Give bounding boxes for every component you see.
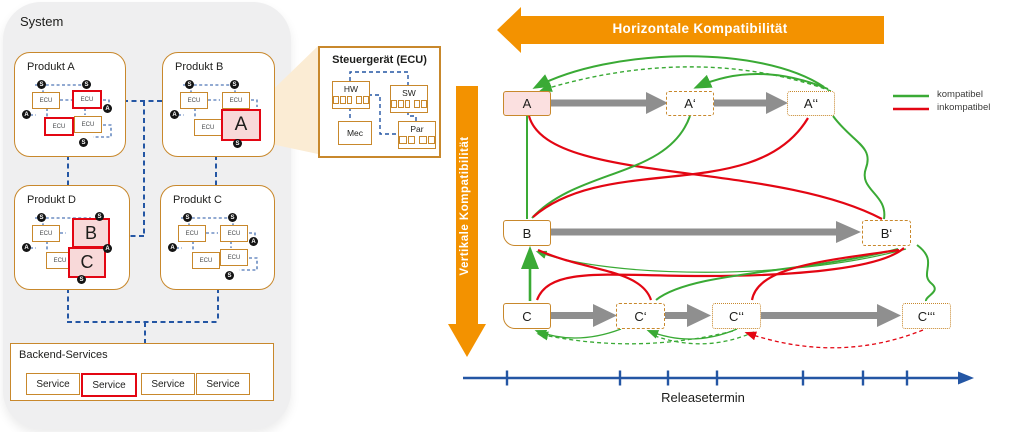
legend-incompatible-label: inkompatibel [937, 102, 991, 113]
release-c3: C‘‘‘ [902, 303, 951, 329]
ecu-label: ECU [201, 124, 215, 131]
release-b: B [503, 220, 551, 246]
ecu-label: ECU [185, 230, 199, 237]
product-d-title: Produkt D [27, 194, 76, 206]
ecu-box: ECU [178, 225, 206, 242]
sw-label: SW [402, 88, 416, 98]
actuator-badge: A [22, 243, 31, 252]
release-a2: A‘‘ [787, 91, 835, 116]
timeline-label: Releasetermin [661, 390, 745, 405]
sensor-badge: S [37, 80, 46, 89]
ecu-box: ECU [180, 92, 208, 109]
ecu-box: ECU [222, 92, 250, 109]
service-box: Service [141, 373, 195, 395]
sensor-badge: S [95, 212, 104, 221]
sensor-badge: S [233, 139, 242, 148]
backend-services-title: Backend-Services [19, 349, 108, 361]
sw-modules [391, 100, 427, 108]
release-arrows [550, 92, 901, 327]
release-c1: C‘ [616, 303, 665, 329]
ecu-label: ECU [52, 123, 66, 130]
timeline-arrowhead [958, 371, 974, 385]
service-box: Service [26, 373, 80, 395]
ecu-label: ECU [227, 254, 241, 261]
product-b-title: Produkt B [175, 61, 224, 73]
actuator-badge: A [168, 243, 177, 252]
release-b1: B‘ [862, 220, 911, 246]
ecu-detail-title: Steuergerät (ECU) [332, 54, 427, 66]
sensor-badge: S [228, 213, 237, 222]
actuator-badge: A [170, 110, 179, 119]
ecu-label: ECU [81, 121, 95, 128]
highlighted-ecu-a: A [221, 109, 261, 141]
ecu-box: ECU [32, 225, 60, 242]
mec-component: Mec [338, 121, 372, 145]
product-a-connectors [30, 84, 112, 138]
product-c-box: Produkt C ECU ECU ECU ECU S S A A S [160, 185, 275, 290]
ecu-detail-box: Steuergerät (ECU) HW SW Mec Par [318, 46, 441, 158]
system-title: System [20, 14, 64, 29]
ecu-label: ECU [80, 96, 94, 103]
actuator-badge: A [249, 237, 258, 246]
actuator-badge: A [103, 244, 112, 253]
highlighted-ecu-c: C [68, 247, 106, 278]
release-a: A [503, 91, 551, 116]
release-timeline [463, 370, 960, 386]
vertical-compat-label: Vertikale Kompatibilität [459, 136, 471, 276]
release-c2: C‘‘ [712, 303, 761, 329]
ecu-label: ECU [229, 97, 243, 104]
sensor-badge: S [230, 80, 239, 89]
sensor-badge: S [79, 138, 88, 147]
ecu-box: ECU [74, 116, 102, 133]
hw-label: HW [343, 84, 359, 94]
par-component: Par [398, 121, 436, 149]
sw-component: SW [390, 85, 428, 113]
actuator-badge: A [22, 110, 31, 119]
product-c-connectors [176, 217, 258, 271]
ecu-label: ECU [39, 97, 53, 104]
hw-component: HW [332, 81, 370, 109]
product-a-box: Produkt A ECU ECU ECU ECU S S A A S [14, 52, 126, 157]
ecu-box: ECU [220, 225, 248, 242]
ecu-box-highlighted: ECU [44, 117, 74, 136]
actuator-badge: A [103, 104, 112, 113]
product-b-box: Produkt B ECU ECU ECU A S S A S [162, 52, 275, 157]
sensor-badge: S [82, 80, 91, 89]
ecu-label: ECU [199, 257, 213, 264]
sensor-badge: S [183, 213, 192, 222]
ecu-label: ECU [39, 230, 53, 237]
ecu-box: ECU [220, 249, 248, 266]
ecu-box: ECU [194, 119, 222, 136]
sensor-badge: S [225, 271, 234, 280]
ecu-box-highlighted: ECU [72, 90, 102, 109]
service-box-highlighted: Service [81, 373, 137, 397]
par-modules [399, 136, 435, 144]
legend-compatible-label: kompatibel [937, 89, 983, 100]
product-d-box: Produkt D ECU B ECU C S S A A S [14, 185, 130, 290]
horizontal-compat-label: Horizontale Kompatibilität [612, 21, 788, 36]
ecu-box: ECU [192, 252, 220, 269]
ecu-label: ECU [53, 257, 67, 264]
mec-label: Mec [346, 128, 364, 138]
sensor-badge: S [37, 213, 46, 222]
highlighted-ecu-b: B [72, 218, 110, 248]
service-box: Service [196, 373, 250, 395]
par-label: Par [410, 124, 424, 134]
ecu-label: ECU [187, 97, 201, 104]
product-c-title: Produkt C [173, 194, 222, 206]
ecu-box: ECU [32, 92, 60, 109]
release-a1: A‘ [666, 91, 714, 116]
release-c: C [503, 303, 551, 329]
product-a-title: Produkt A [27, 61, 75, 73]
ecu-label: ECU [227, 230, 241, 237]
hw-modules [333, 96, 369, 104]
backend-services-box: Backend-Services Service Service Service… [10, 343, 274, 401]
sensor-badge: S [185, 80, 194, 89]
sensor-badge: S [77, 275, 86, 284]
